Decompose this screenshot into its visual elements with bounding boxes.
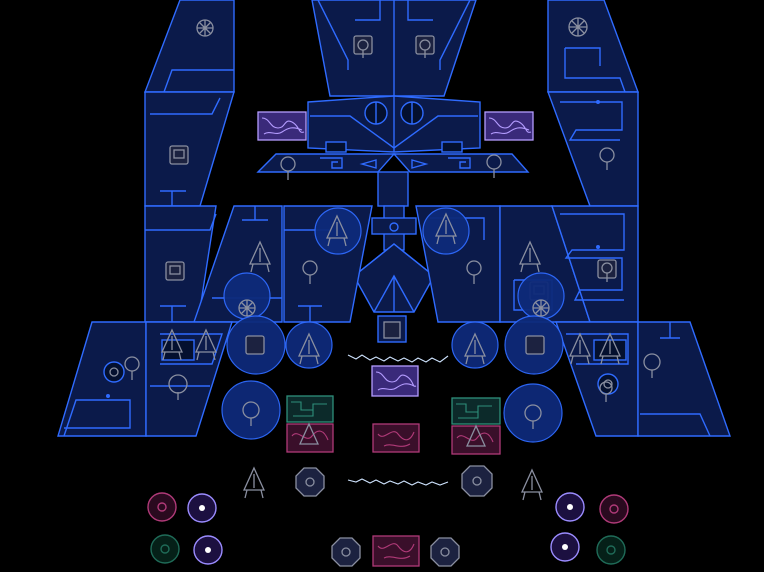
- light-icon: [643, 353, 661, 378]
- shield-bubble[interactable]: [221, 380, 281, 440]
- cargo-module-pink[interactable]: [286, 423, 334, 453]
- energy-beam: [347, 354, 449, 363]
- octagon-node[interactable]: [461, 465, 493, 497]
- cargo-module-green[interactable]: [286, 395, 334, 423]
- ring-node-purple[interactable]: [193, 535, 223, 565]
- top-center-nose[interactable]: [311, 0, 477, 97]
- cargo-module-pink[interactable]: [451, 425, 501, 455]
- octagon-node[interactable]: [430, 537, 460, 567]
- tree-marker-icon: [298, 422, 320, 445]
- gear-icon: [238, 299, 256, 317]
- canard-wing[interactable]: [256, 153, 530, 180]
- shield-bubble[interactable]: [503, 383, 563, 443]
- cargo-module-purple[interactable]: [257, 111, 307, 141]
- ring-node-teal[interactable]: [150, 534, 180, 564]
- light-icon: [415, 35, 435, 58]
- tree-marker-icon: [160, 328, 184, 361]
- right-upper-wing[interactable]: [546, 0, 640, 207]
- gear-icon: [568, 17, 588, 37]
- light-icon: [302, 260, 318, 284]
- light-icon: [599, 147, 615, 170]
- cockpit-module[interactable]: [307, 95, 481, 153]
- tree-marker-icon: [465, 424, 487, 447]
- left-lower-wing[interactable]: [57, 321, 233, 437]
- tree-marker-icon: [434, 212, 458, 245]
- tree-marker-icon: [297, 332, 321, 365]
- light-icon: [168, 374, 188, 400]
- octagon-node[interactable]: [331, 537, 361, 567]
- tree-marker-icon: [325, 214, 349, 247]
- tree-marker-icon: [520, 468, 544, 501]
- tree-marker-icon: [463, 332, 487, 365]
- cargo-module-pink[interactable]: [372, 535, 420, 567]
- shield-bubble[interactable]: [314, 207, 362, 255]
- octagon-node[interactable]: [295, 467, 325, 497]
- central-spine[interactable]: [353, 171, 435, 343]
- ring-node-purple[interactable]: [550, 532, 580, 562]
- eye-icon: [364, 101, 388, 125]
- ring-node-pink[interactable]: [599, 494, 629, 524]
- light-icon: [599, 381, 613, 402]
- eye-icon: [400, 101, 424, 125]
- left-upper-wing[interactable]: [143, 0, 235, 207]
- light-icon: [353, 35, 373, 58]
- light-icon: [597, 259, 617, 282]
- seat-icon: [169, 145, 189, 165]
- ring-node-purple[interactable]: [187, 493, 217, 523]
- seat-icon: [165, 261, 185, 281]
- tree-marker-icon: [194, 328, 218, 361]
- tree-marker-icon: [248, 240, 272, 273]
- tree-marker-icon: [518, 240, 542, 273]
- light-icon: [486, 154, 502, 178]
- light-icon: [280, 156, 296, 180]
- ring-node-teal[interactable]: [596, 535, 626, 565]
- cargo-module-purple[interactable]: [371, 365, 419, 397]
- energy-beam: [347, 478, 449, 486]
- cargo-module-green[interactable]: [451, 397, 501, 425]
- cargo-module-purple[interactable]: [484, 111, 534, 141]
- tree-marker-icon: [242, 466, 266, 499]
- ring-node-purple[interactable]: [555, 492, 585, 522]
- gear-icon: [196, 19, 214, 37]
- tree-marker-icon: [598, 332, 622, 365]
- gear-icon: [532, 299, 550, 317]
- light-icon: [124, 356, 140, 380]
- right-lower-wing[interactable]: [555, 321, 731, 437]
- shield-bubble[interactable]: [226, 315, 286, 375]
- shield-bubble[interactable]: [504, 315, 564, 375]
- light-icon: [466, 260, 482, 284]
- cargo-module-pink[interactable]: [372, 423, 420, 453]
- tree-marker-icon: [568, 332, 592, 365]
- ring-node-pink[interactable]: [147, 492, 177, 522]
- eye-icon: [103, 361, 125, 383]
